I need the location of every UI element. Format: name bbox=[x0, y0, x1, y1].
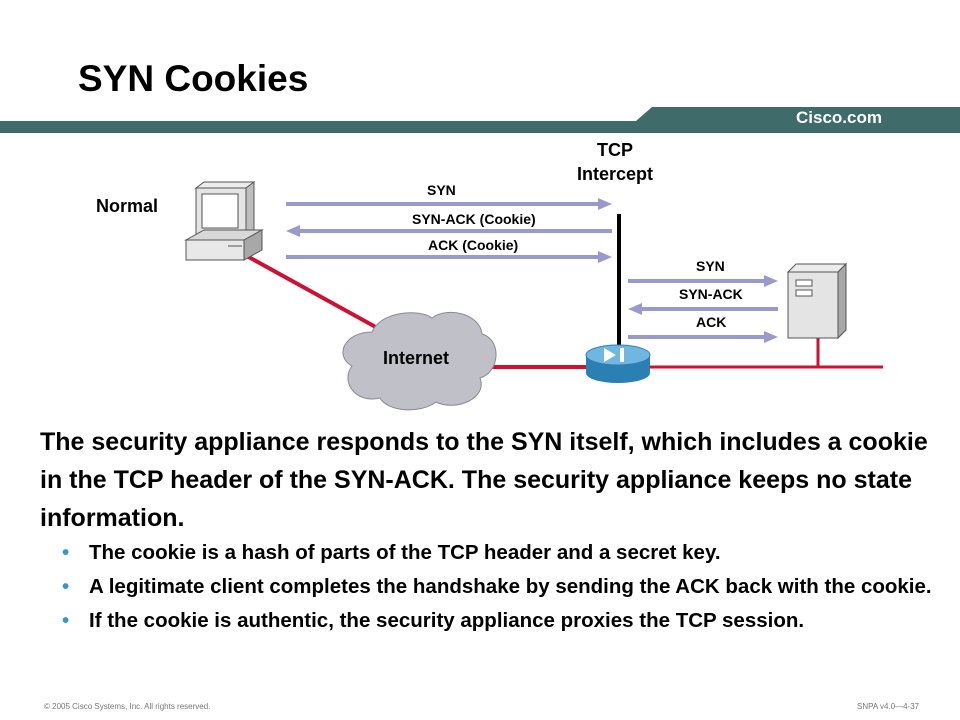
header-bar bbox=[0, 107, 960, 133]
tcp-intercept-label: TCP Intercept bbox=[555, 138, 675, 186]
synack-cookie-label: SYN-ACK (Cookie) bbox=[412, 211, 536, 227]
arrow-synack-right bbox=[628, 303, 778, 315]
normal-label: Normal bbox=[96, 196, 159, 216]
syn-left-label: SYN bbox=[427, 182, 456, 198]
arrow-ack-right bbox=[628, 331, 778, 343]
bullet-list: • The cookie is a hash of parts of the TC… bbox=[62, 538, 932, 640]
bullet-dot-icon: • bbox=[62, 541, 70, 564]
internet-label: Internet bbox=[383, 348, 450, 368]
bullet-text: If the cookie is authentic, the security… bbox=[89, 609, 805, 632]
bullet-text: The cookie is a hash of parts of the TCP… bbox=[89, 541, 721, 564]
bullet-item: • The cookie is a hash of parts of the TC… bbox=[62, 538, 932, 567]
tcp-intercept-label-line1: TCP bbox=[597, 140, 633, 160]
syn-right-label: SYN bbox=[696, 258, 725, 274]
arrow-syn-right bbox=[628, 275, 778, 287]
copyright-footer: © 2005 Cisco Systems, Inc. All rights re… bbox=[44, 702, 211, 711]
bullet-text: A legitimate client completes the handsh… bbox=[89, 575, 932, 598]
brand-label: Cisco.com bbox=[796, 108, 882, 127]
course-code-footer: SNPA v4.0—4-37 bbox=[857, 702, 920, 711]
slide-title: SYN Cookies bbox=[78, 58, 309, 99]
ack-right-label: ACK bbox=[696, 314, 727, 330]
bullet-item: • If the cookie is authentic, the securit… bbox=[62, 606, 932, 635]
arrow-syn-left bbox=[286, 198, 612, 210]
tcp-intercept-label-line2: Intercept bbox=[576, 164, 654, 184]
pc-internet-link bbox=[235, 248, 393, 338]
bullet-dot-icon: • bbox=[62, 609, 70, 632]
synack-right-label: SYN-ACK bbox=[679, 286, 743, 302]
security-appliance-icon bbox=[585, 344, 651, 383]
arrow-synack-left bbox=[286, 225, 612, 237]
bullet-dot-icon: • bbox=[62, 575, 70, 598]
arrow-ack-left bbox=[286, 251, 612, 263]
server-icon bbox=[786, 262, 848, 340]
internet-cloud-icon bbox=[342, 311, 497, 411]
bullet-item: • A legitimate client completes the hands… bbox=[62, 572, 932, 601]
main-paragraph: The security appliance responds to the S… bbox=[40, 428, 928, 532]
pc-icon bbox=[184, 181, 264, 261]
ack-cookie-label: ACK (Cookie) bbox=[428, 237, 519, 253]
